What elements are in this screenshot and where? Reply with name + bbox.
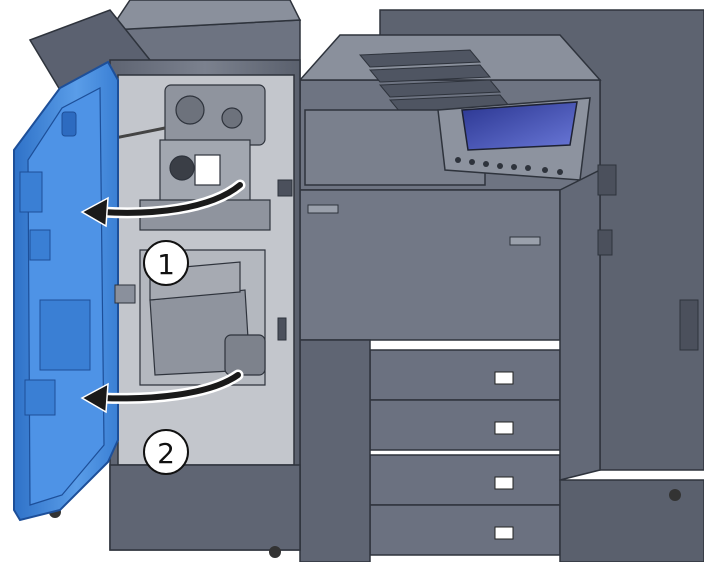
paper-drawers [369, 349, 561, 556]
open-door-arrow-lower [80, 369, 244, 414]
control-panel [437, 97, 591, 181]
curved-arrow-icon [99, 372, 241, 402]
output-trays [358, 49, 512, 113]
upper-mechanism [79, 84, 271, 231]
finisher-front-door [13, 60, 136, 522]
step-callout-1: 1 [143, 240, 189, 286]
step-number-1: 1 [157, 248, 175, 281]
open-door-arrow-upper [80, 179, 246, 228]
printer-body [298, 9, 704, 562]
step-callout-2: 2 [143, 429, 189, 475]
finisher-unit [28, 0, 302, 558]
touch-screen [461, 101, 578, 151]
step-number-2: 2 [157, 437, 175, 470]
curved-arrow-icon [99, 182, 243, 216]
